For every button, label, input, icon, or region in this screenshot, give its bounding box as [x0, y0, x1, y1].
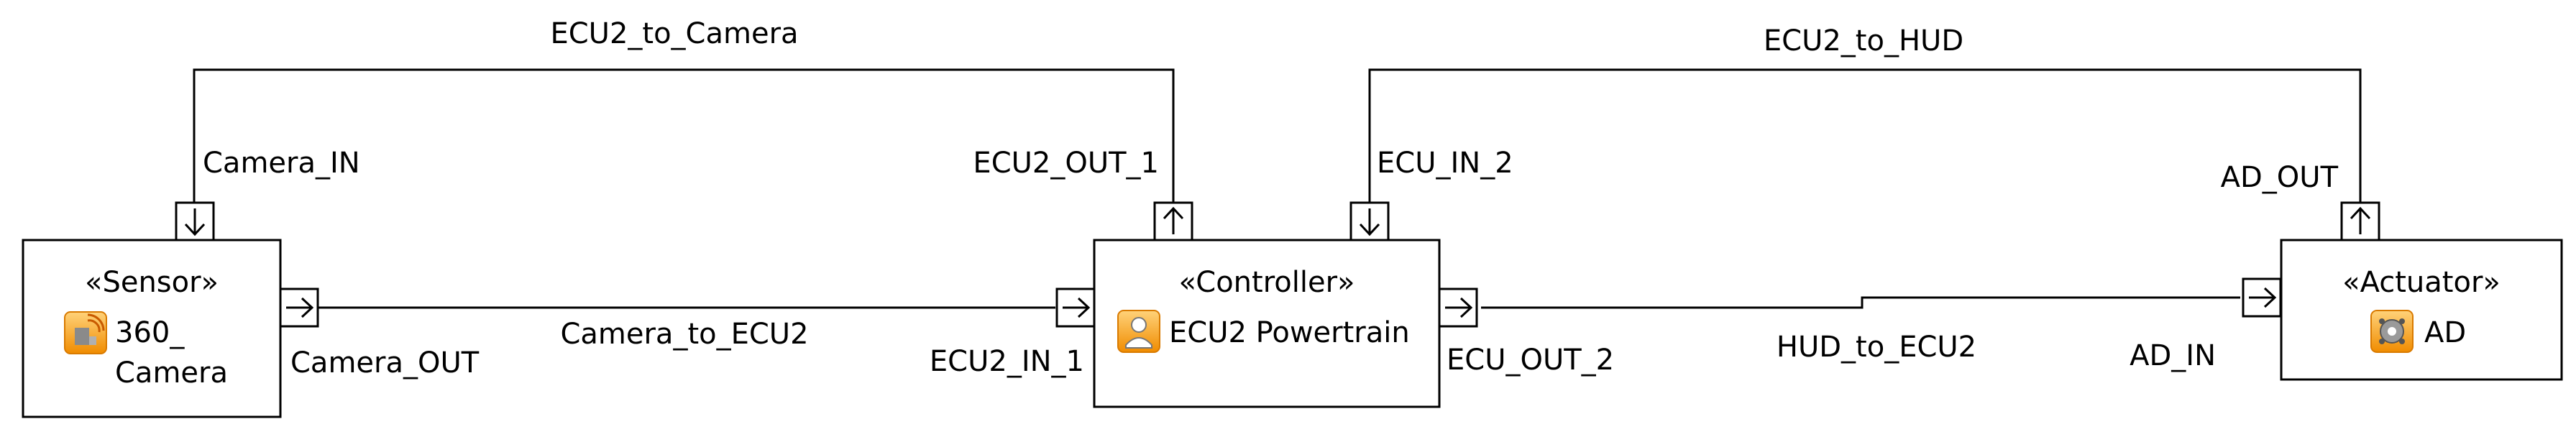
- sensor-name-line1: 360_: [115, 316, 185, 349]
- controller-stereotype: «Controller»: [1179, 266, 1355, 299]
- label-ecu2-to-hud: ECU2_to_HUD: [1764, 24, 1963, 58]
- controller-name: ECU2 Powertrain: [1169, 316, 1410, 349]
- label-camera-to-ecu2: Camera_to_ECU2: [560, 318, 808, 351]
- port-ecu2-in-1[interactable]: [1055, 288, 1096, 328]
- port-ecu-out-2[interactable]: [1438, 288, 1478, 328]
- label-ecu-in-2: ECU_IN_2: [1377, 147, 1513, 180]
- port-ecu2-out-1[interactable]: [1153, 201, 1193, 242]
- connector-ecu2-to-hud[interactable]: [1368, 68, 2362, 203]
- actuator-block[interactable]: «Actuator» AD: [2280, 239, 2563, 381]
- label-camera-out: Camera_OUT: [290, 346, 480, 380]
- controller-icon: [1117, 310, 1160, 353]
- sensor-name-line2: Camera: [115, 356, 228, 390]
- label-ecu2-out-1: ECU2_OUT_1: [973, 147, 1159, 180]
- label-ecu2-in-1: ECU2_IN_1: [930, 345, 1084, 378]
- sensor-icon: [64, 311, 107, 354]
- label-ecu2-to-camera: ECU2_to_Camera: [550, 17, 798, 50]
- actuator-icon: [2370, 310, 2414, 353]
- label-hud-to-ecu2: HUD_to_ECU2: [1777, 331, 1976, 364]
- label-ad-out: AD_OUT: [2221, 161, 2339, 194]
- port-ecu-in-2[interactable]: [1349, 201, 1390, 242]
- port-ad-in[interactable]: [2242, 277, 2282, 318]
- connector-ecu2-to-camera[interactable]: [193, 68, 1175, 203]
- connector-hud-to-ecu2[interactable]: [1481, 296, 2240, 309]
- port-camera-out[interactable]: [279, 288, 319, 328]
- port-camera-in[interactable]: [175, 201, 215, 242]
- actuator-stereotype: «Actuator»: [2342, 266, 2501, 299]
- label-ad-in: AD_IN: [2130, 339, 2216, 372]
- actuator-name: AD: [2424, 316, 2466, 349]
- port-ad-out[interactable]: [2340, 201, 2380, 242]
- sensor-stereotype: «Sensor»: [85, 266, 219, 299]
- label-ecu-out-2: ECU_OUT_2: [1447, 344, 1614, 377]
- sensor-block[interactable]: «Sensor» 360_ Camera: [22, 239, 282, 418]
- controller-block[interactable]: «Controller» ECU2 Powertrain: [1093, 239, 1441, 408]
- label-camera-in: Camera_IN: [203, 147, 360, 180]
